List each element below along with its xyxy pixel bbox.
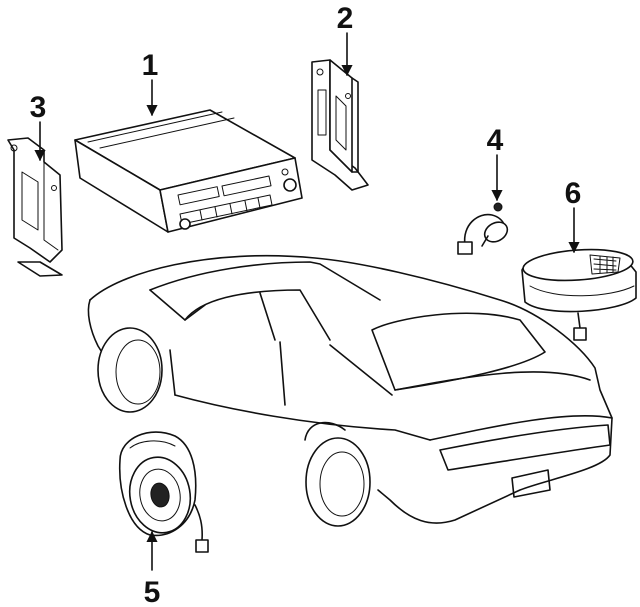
callout-label: 1 [142, 49, 159, 82]
callout-1: 1 [142, 49, 159, 117]
callout-label: 6 [565, 177, 582, 210]
callout-label: 2 [337, 2, 354, 35]
callout-label: 5 [144, 576, 161, 607]
rear-speaker [521, 248, 637, 341]
callout-2: 2 [337, 2, 354, 77]
callout-6: 6 [565, 177, 582, 254]
front-door-speaker [118, 431, 209, 553]
callout-3: 3 [30, 91, 47, 162]
callout-label: 3 [30, 91, 47, 124]
radio-receiver [74, 109, 303, 233]
callout-5: 5 [144, 530, 161, 607]
callout-4: 4 [487, 124, 504, 202]
right-bracket [311, 59, 369, 191]
callout-label: 4 [487, 124, 504, 157]
sedan-body [87, 254, 613, 527]
left-bracket [7, 137, 63, 277]
antenna-cable [457, 202, 509, 255]
